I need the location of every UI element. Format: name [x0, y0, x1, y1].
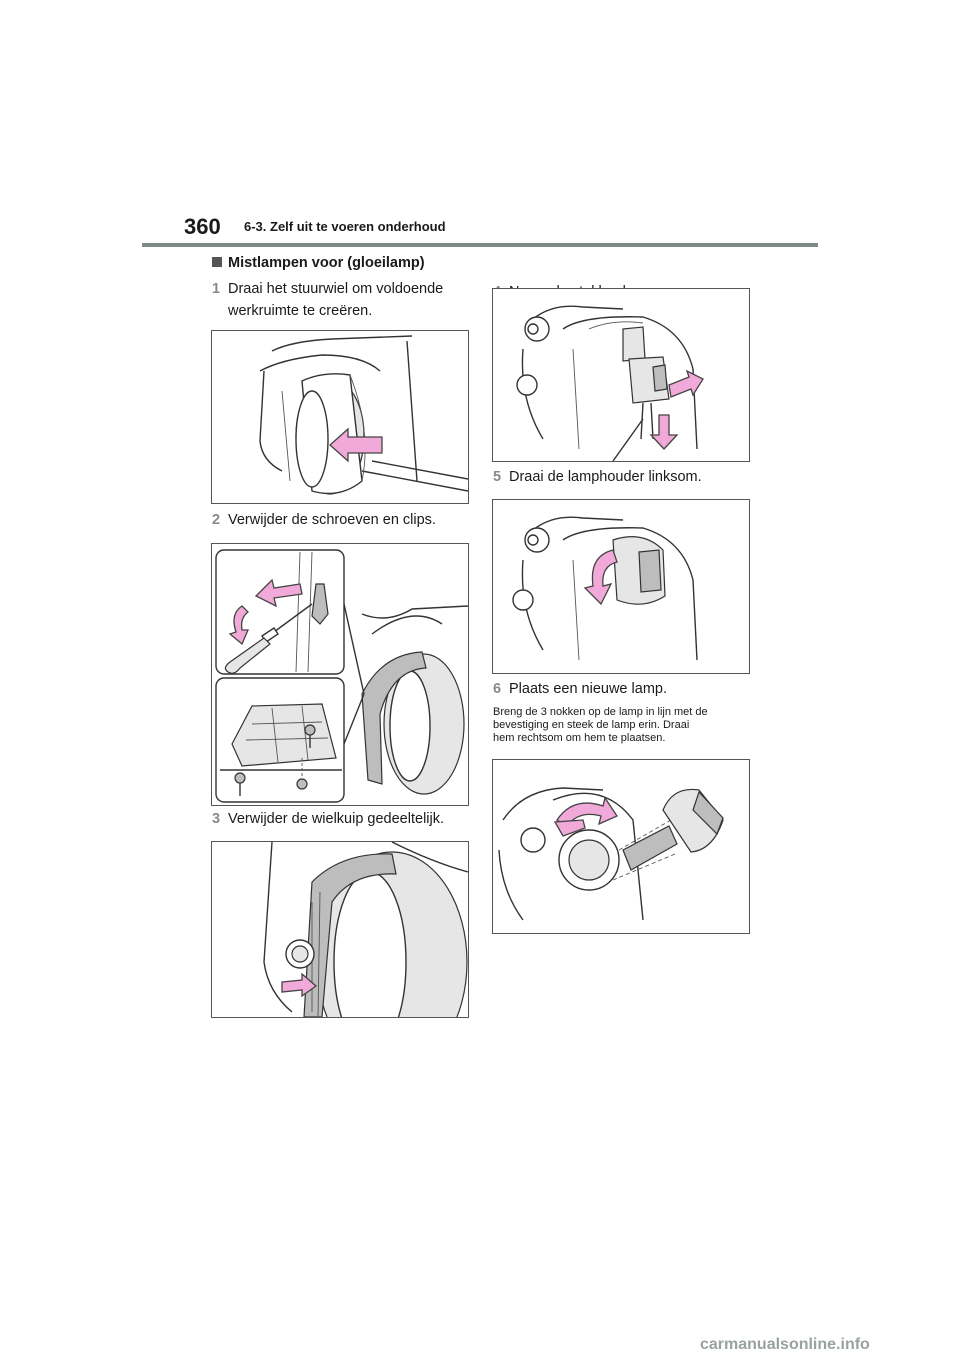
figure-screws-clips	[211, 543, 469, 806]
steering-wheel-turned-illustration	[259, 335, 468, 495]
step-5: 5 Draai de lamphouder linksom.	[493, 466, 702, 488]
step-6-note: Breng de 3 nokken op de lamp in lijn met…	[493, 706, 753, 745]
pull-down-arrow	[649, 414, 679, 450]
figure-connector	[492, 288, 750, 462]
header-rule	[142, 243, 818, 247]
release-arrow	[668, 369, 704, 398]
figure-bulb-holder	[492, 499, 750, 674]
heading-text: Mistlampen voor (gloeilamp)	[228, 255, 425, 271]
figure-wheel-liner	[211, 841, 469, 1018]
insert-arrow	[553, 819, 586, 837]
step-text: Verwijder de schroeven en clips.	[228, 512, 436, 528]
rotate-clockwise-arrow	[556, 796, 618, 827]
step-text: Draai de lamphouder linksom.	[509, 469, 702, 485]
section-title: 6-3. Zelf uit te voeren onderhoud	[244, 219, 446, 234]
new-bulb-install-illustration	[498, 787, 724, 921]
step-number: 5	[493, 469, 502, 485]
pull-liner-arrow	[281, 972, 318, 998]
watermark: carmanualsonline.info	[700, 1336, 870, 1353]
screws-and-clips-illustration	[215, 549, 468, 803]
step-2: 2 Verwijder de schroeven en clips.	[212, 509, 436, 531]
step-text-line1: Draai het stuurwiel om voldoende	[228, 281, 444, 297]
step-6: 6 Plaats een nieuwe lamp.	[493, 678, 667, 700]
subsection-heading: Mistlampen voor (gloeilamp)	[212, 255, 425, 271]
step-number: 6	[493, 681, 502, 697]
wheel-liner-illustration	[263, 842, 468, 1017]
rotate-arrow	[228, 605, 249, 646]
rotate-counterclockwise-arrow	[583, 549, 618, 606]
step-text-line2: werkruimte te creëren.	[228, 303, 373, 319]
page-number: 360	[184, 214, 221, 239]
note-line3: hem rechtsom om hem te plaatsen.	[493, 732, 666, 744]
note-line1: Breng de 3 nokken op de lamp in lijn met…	[493, 706, 708, 718]
note-line2: bevestiging en steek de lamp erin. Draai	[493, 719, 690, 731]
figure-new-bulb	[492, 759, 750, 934]
step-text: Plaats een nieuwe lamp.	[509, 681, 667, 697]
step-text: Verwijder de wielkuip gedeeltelijk.	[228, 811, 445, 827]
connector-disconnect-illustration	[516, 305, 704, 461]
step-3: 3 Verwijder de wielkuip gedeeltelijk.	[212, 808, 444, 830]
step-number: 3	[212, 811, 221, 827]
figure-steering-turned	[211, 330, 469, 504]
step-number: 2	[212, 512, 221, 528]
pull-arrow	[254, 578, 303, 608]
square-bullet-icon	[212, 257, 222, 267]
step-number: 1	[212, 281, 221, 297]
step-1: 1 Draai het stuurwiel om voldoende werkrui…	[212, 278, 443, 322]
bulb-holder-counterclockwise-illustration	[512, 516, 698, 661]
direction-arrow	[329, 427, 383, 463]
